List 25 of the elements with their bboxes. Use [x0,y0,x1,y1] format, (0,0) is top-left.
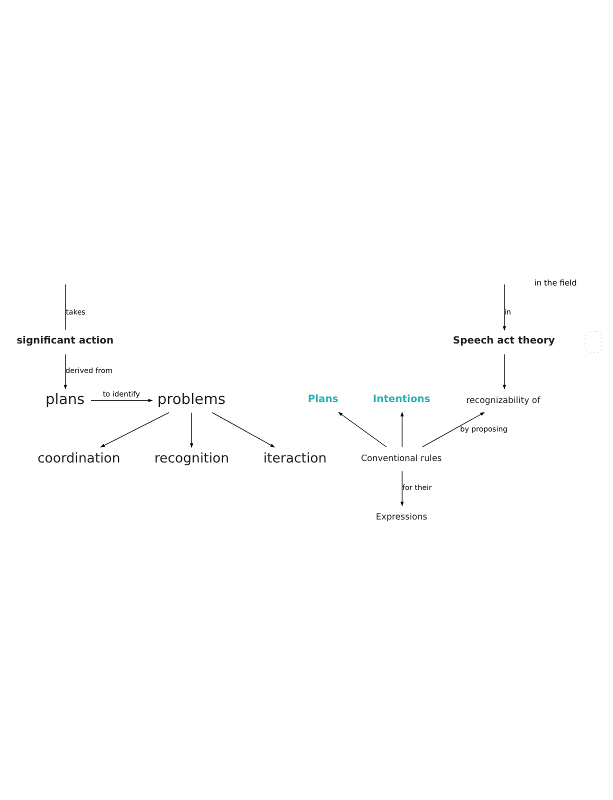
arrow [64,353,68,389]
node-text: plans [45,390,85,408]
connector [65,283,66,330]
arrow [502,283,506,330]
node-text: Expressions [376,512,428,522]
arrow [422,412,485,447]
arrow [400,470,404,506]
arrow [100,412,170,447]
node-text: Conventional rules [360,454,442,464]
node-text: Speech act theory [452,335,555,346]
arrow [212,412,276,447]
node-text: iteraction [263,450,327,466]
node-text: recognition [154,450,230,466]
arrow [90,398,153,402]
node-text: Plans [308,394,338,405]
node-text: Intentions [372,394,430,405]
node-text: coordination [38,450,120,466]
arrow [502,353,506,389]
node-text: problems [157,390,226,408]
arrow [190,412,194,448]
arrow [338,412,387,447]
arrow [400,411,404,447]
node-text: significant action [16,335,114,346]
node-text: recognizability of [466,395,540,406]
node-box [584,330,602,353]
